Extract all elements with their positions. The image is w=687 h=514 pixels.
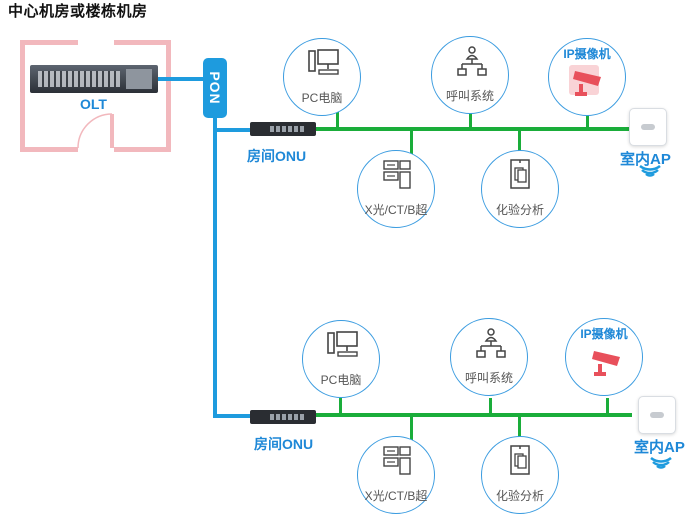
olt-device-icon [30, 65, 158, 93]
branch-1-call-label: 呼叫系统 [445, 89, 494, 103]
branch-1-onu-device [250, 122, 316, 136]
branch-2-xray-node: X光/CT/B超 [357, 436, 435, 514]
call-system-icon [457, 46, 487, 76]
branch-2-drop-camera [606, 398, 609, 414]
branch-1-drop-camera [586, 104, 589, 128]
call-system-icon [476, 328, 506, 358]
pon-trunk-line [213, 118, 217, 418]
branch-2-pc-node: PC电脑 [302, 320, 380, 398]
branch-1-drop-lab [518, 129, 521, 157]
branch-2-onu-device [250, 410, 316, 424]
branch-1-pc-node: PC电脑 [283, 38, 361, 116]
branch-1-call-node: 呼叫系统 [431, 36, 509, 114]
diagram-title: 中心机房或楼栋机房 [8, 3, 148, 20]
branch-1-xray-node: X光/CT/B超 [357, 150, 435, 228]
branch-2-ap-device-icon [638, 396, 676, 434]
branch-1-pc-label: PC电脑 [301, 91, 343, 105]
xray-ct-icon [383, 446, 411, 475]
branch-2-xray-label: X光/CT/B超 [364, 489, 428, 503]
pon-branch-2-link [213, 414, 251, 418]
branch-1-lab-node: 化验分析 [481, 150, 559, 228]
branch-1-camera-label: IP摄像机 [563, 47, 611, 61]
branch-1-xray-label: X光/CT/B超 [364, 203, 428, 217]
camera-icon [592, 351, 620, 376]
branch-1-drop-call [469, 104, 472, 128]
branch-2-camera-label: IP摄像机 [580, 327, 628, 341]
branch-1-ethernet-bus [316, 127, 632, 131]
branch-2-drop-call [489, 398, 492, 414]
camera-icon [569, 65, 601, 96]
branch-1-wifi-icon [639, 164, 661, 177]
branch-1-drop-pc [336, 98, 339, 128]
branch-2-ap-label: 室内AP [634, 439, 685, 456]
branch-2-wifi-icon [650, 456, 672, 469]
room-door-gap-top [78, 38, 114, 47]
branch-2-drop-pc [339, 398, 342, 414]
branch-1-drop-xray [410, 129, 413, 157]
branch-2-drop-lab [518, 415, 521, 440]
pc-icon [327, 331, 358, 357]
pon-label: PON [207, 71, 223, 105]
room-door-gap-bottom [78, 147, 114, 156]
olt-pon-link [158, 77, 204, 81]
xray-ct-icon [383, 160, 411, 189]
branch-1-onu-label: 房间ONU [247, 148, 307, 164]
pon-branch-1-link [213, 128, 251, 132]
lab-analysis-icon [510, 159, 530, 189]
lab-analysis-icon [510, 445, 530, 475]
door-icon [77, 113, 114, 149]
branch-1-lab-label: 化验分析 [495, 203, 544, 217]
branch-1-ap-label: 室内AP [620, 151, 671, 168]
branch-2-call-label: 呼叫系统 [464, 371, 513, 385]
branch-2-ethernet-bus [316, 413, 632, 417]
branch-2-lab-node: 化验分析 [481, 436, 559, 514]
branch-2-lab-label: 化验分析 [495, 489, 544, 503]
pc-icon [308, 49, 339, 75]
branch-2-call-node: 呼叫系统 [450, 318, 528, 396]
branch-1-ap-device-icon [629, 108, 667, 146]
pon-splitter: PON [203, 58, 227, 118]
branch-2-camera-node: IP摄像机 [565, 318, 643, 396]
branch-2-drop-xray [410, 415, 413, 440]
branch-2-onu-label: 房间ONU [254, 436, 314, 452]
branch-2-pc-label: PC电脑 [320, 373, 362, 387]
branch-1-camera-node: IP摄像机 [548, 38, 626, 116]
olt-label: OLT [80, 96, 107, 112]
